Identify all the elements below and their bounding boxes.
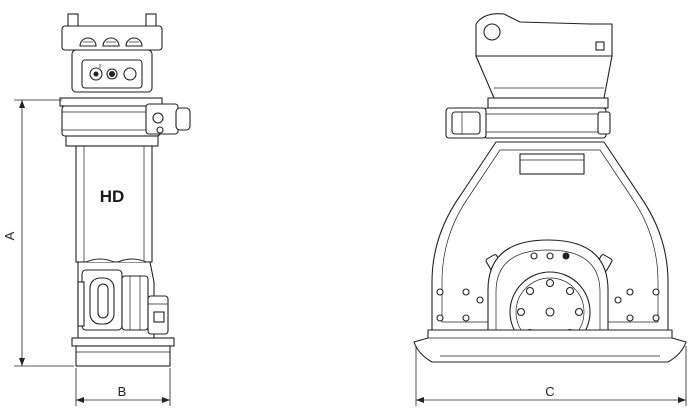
side-rotation-ring: [59, 97, 191, 137]
front-base-plate: [413, 329, 687, 363]
side-control-block: [71, 49, 153, 93]
dimension-a: A: [2, 99, 74, 367]
front-housing-bolts: [436, 288, 660, 322]
side-lower-housing: [77, 258, 169, 339]
front-rotation-ring: [445, 97, 611, 139]
side-body: HD: [65, 135, 159, 263]
dim-c-label: C: [545, 384, 554, 399]
dimension-b: B: [75, 368, 171, 406]
front-view: [413, 13, 687, 363]
dimension-c: C: [415, 346, 687, 406]
front-top-bracket: [475, 13, 613, 99]
dim-b-label: B: [118, 384, 127, 399]
dim-a-label: A: [2, 231, 17, 240]
side-base-plate: [71, 337, 175, 367]
side-view: HD: [59, 13, 191, 367]
side-top-bracket: [61, 13, 163, 51]
brand-label: HD: [100, 187, 125, 206]
